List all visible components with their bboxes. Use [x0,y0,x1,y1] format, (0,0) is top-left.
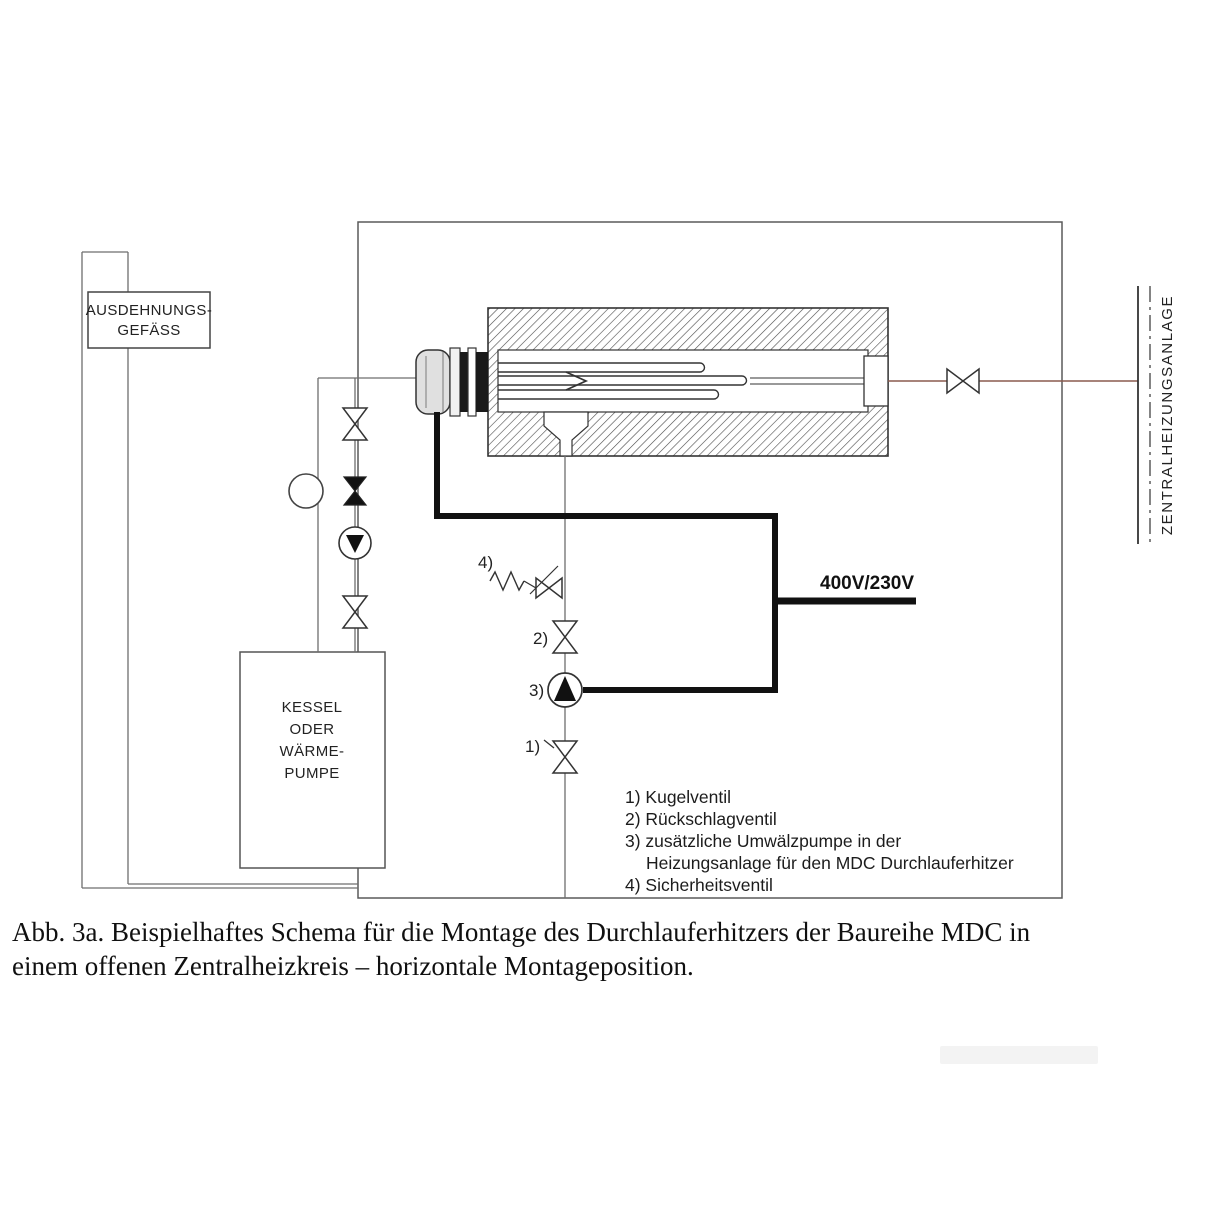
ball-valve-icon [551,740,579,774]
valve-handle [543,739,555,749]
boiler-label-1: KESSEL [282,699,343,716]
legend: 1) Kugelventil 2) Rückschlagventil 3) zu… [625,787,1014,895]
heating-element-tube [498,389,720,400]
heater-inner-chamber [497,349,869,413]
plug-ring [449,347,461,417]
expansion-vessel-circuit: AUSDEHNUNGS- GEFÄSS [81,251,358,889]
valve-lever [529,565,559,595]
legend-item-3-cont: Heizungsanlage für den MDC Durchlauferhi… [646,853,1014,873]
check-valve-icon [551,620,579,654]
mdc-water-heater [415,307,889,457]
shutoff-valve-icon [341,407,369,441]
boiler-label-2: ODER [290,721,335,738]
gauge-icon [288,473,324,509]
plug-band [476,352,488,412]
expansion-vessel-label-1: AUSDEHNUNGS- [86,302,212,319]
heater-right-end-cap [863,355,889,407]
heating-element-tube [498,375,748,386]
expansion-vessel-box [87,291,211,349]
heating-element-tube [498,362,706,373]
spring-icon [489,570,525,592]
expansion-vessel-label-2: GEFÄSS [117,322,180,339]
boiler-label-3: WÄRME- [280,743,345,760]
safety-valve: 4) [478,553,563,600]
circulation-pump-3: 3) [529,672,583,708]
boiler-label-4: PUMPE [284,765,339,782]
outer-enclosure [357,221,1063,899]
ball-valve-1: 1) [525,737,579,774]
legend-item-1: 1) Kugelventil [625,787,731,807]
marker-4: 4) [478,553,493,572]
marker-2: 2) [533,629,548,648]
outlet-valve-icon [946,367,980,395]
legend-item-4: 4) Sicherheitsventil [625,875,773,895]
caption-line-1: Abb. 3a. Beispielhaftes Schema für die M… [12,917,1031,947]
enclosure-border [357,221,1063,899]
boiler-box [239,651,386,869]
central-heating-wall: ZENTRALHEIZUNGSANLAGE [1137,286,1176,544]
pump-direction-arrow [554,676,576,701]
safety-valve-icon [535,576,563,600]
plug-ring [467,347,477,417]
power-supply: 400V/230V [434,412,916,693]
heater-plug-cap [415,349,451,415]
scan-artifact [940,1046,1098,1064]
marker-1: 1) [525,737,540,756]
caption-line-2: einem offenen Zentralheizkreis – horizon… [12,951,694,981]
spring-link [523,580,537,589]
figure-caption: Abb. 3a. Beispielhaftes Schema für die M… [12,917,1031,981]
hot-water-outlet [888,367,1138,395]
check-valve-icon [342,476,368,506]
boiler-heat-pump: KESSEL ODER WÄRME- PUMPE [239,651,386,869]
legend-item-3: 3) zusätzliche Umwälzpumpe in der [625,831,901,851]
central-heating-label: ZENTRALHEIZUNGSANLAGE [1159,295,1176,535]
marker-3: 3) [529,681,544,700]
shutoff-valve-icon [341,595,369,629]
watermark-box [940,1046,1098,1064]
legend-item-2: 2) Rückschlagventil [625,809,777,829]
power-cable [434,412,778,693]
pump-direction-arrow [346,535,364,553]
heater-bottom-outlet [543,411,589,457]
check-valve-2: 2) [533,620,579,654]
plug-band [460,352,468,412]
left-pipe-circuit [288,377,418,652]
flow-arrow-icon [565,371,589,391]
power-voltage-label: 400V/230V [820,573,914,594]
